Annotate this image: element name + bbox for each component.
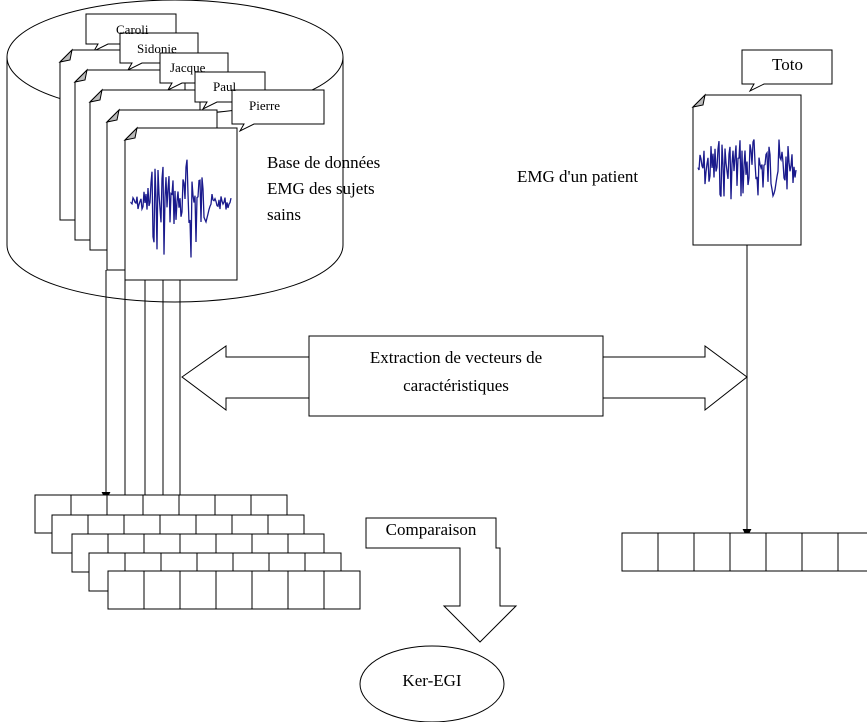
feature-vector-grids bbox=[34, 494, 867, 610]
double-arrow-icon bbox=[602, 345, 748, 412]
database-label-line-1: Base de données bbox=[267, 153, 381, 172]
callout-tab-icon bbox=[231, 89, 325, 133]
patient-document bbox=[691, 49, 833, 246]
extraction-line-1: Extraction de vecteurs de bbox=[369, 348, 543, 367]
subject-tab-2: Sidonie bbox=[137, 41, 177, 56]
vector-cell bbox=[251, 570, 289, 610]
database-label-line-2: EMG des sujets bbox=[267, 179, 375, 198]
vector-cell bbox=[179, 570, 217, 610]
extraction-line-2: caractéristiques bbox=[403, 376, 509, 395]
patient-name-label: Toto bbox=[772, 55, 803, 74]
vector-cell bbox=[287, 570, 325, 610]
patient-vector-cell bbox=[801, 532, 839, 572]
patient-vector-cell bbox=[729, 532, 767, 572]
callout-tab-icon bbox=[741, 49, 833, 93]
patient-vector-cell bbox=[837, 532, 867, 572]
patient-emg-label: EMG d'un patient bbox=[517, 167, 639, 186]
document-icon-fold bbox=[105, 108, 120, 123]
document-icon-fold bbox=[88, 88, 103, 103]
extraction-box bbox=[308, 335, 604, 417]
document-icon-fold bbox=[73, 68, 88, 83]
subject-tab-5: Pierre bbox=[249, 98, 281, 113]
vector-cell bbox=[323, 570, 361, 610]
document-icon-fold bbox=[123, 126, 138, 141]
document-icon-fold bbox=[691, 93, 706, 108]
patient-vector-cell bbox=[657, 532, 695, 572]
document-icon-fold bbox=[58, 48, 73, 63]
database-label: Base de données EMG des sujets sains bbox=[267, 150, 380, 228]
vector-cell bbox=[107, 570, 145, 610]
subject-tab-3: Jacque bbox=[170, 60, 206, 75]
down-arrow-icon bbox=[365, 517, 518, 643]
patient-vector-cell bbox=[693, 532, 731, 572]
patient-documents-stack bbox=[58, 13, 325, 281]
comparison-label: Comparaison bbox=[385, 520, 477, 539]
vector-cell bbox=[143, 570, 181, 610]
patient-vector-cell bbox=[765, 532, 803, 572]
extraction-label: Extraction de vecteurs de caractéristiqu… bbox=[311, 344, 601, 400]
subject-tab-1: Caroli bbox=[116, 22, 149, 37]
subject-tab-4: Paul bbox=[213, 79, 237, 94]
vector-cell bbox=[215, 570, 253, 610]
result-label: Ker-EGI bbox=[402, 671, 462, 690]
emg-signal-icon bbox=[697, 139, 797, 200]
patient-vector-cell bbox=[621, 532, 659, 572]
emg-signal-icon bbox=[130, 159, 232, 258]
double-arrow-icon bbox=[181, 345, 310, 411]
database-label-line-3: sains bbox=[267, 205, 301, 224]
